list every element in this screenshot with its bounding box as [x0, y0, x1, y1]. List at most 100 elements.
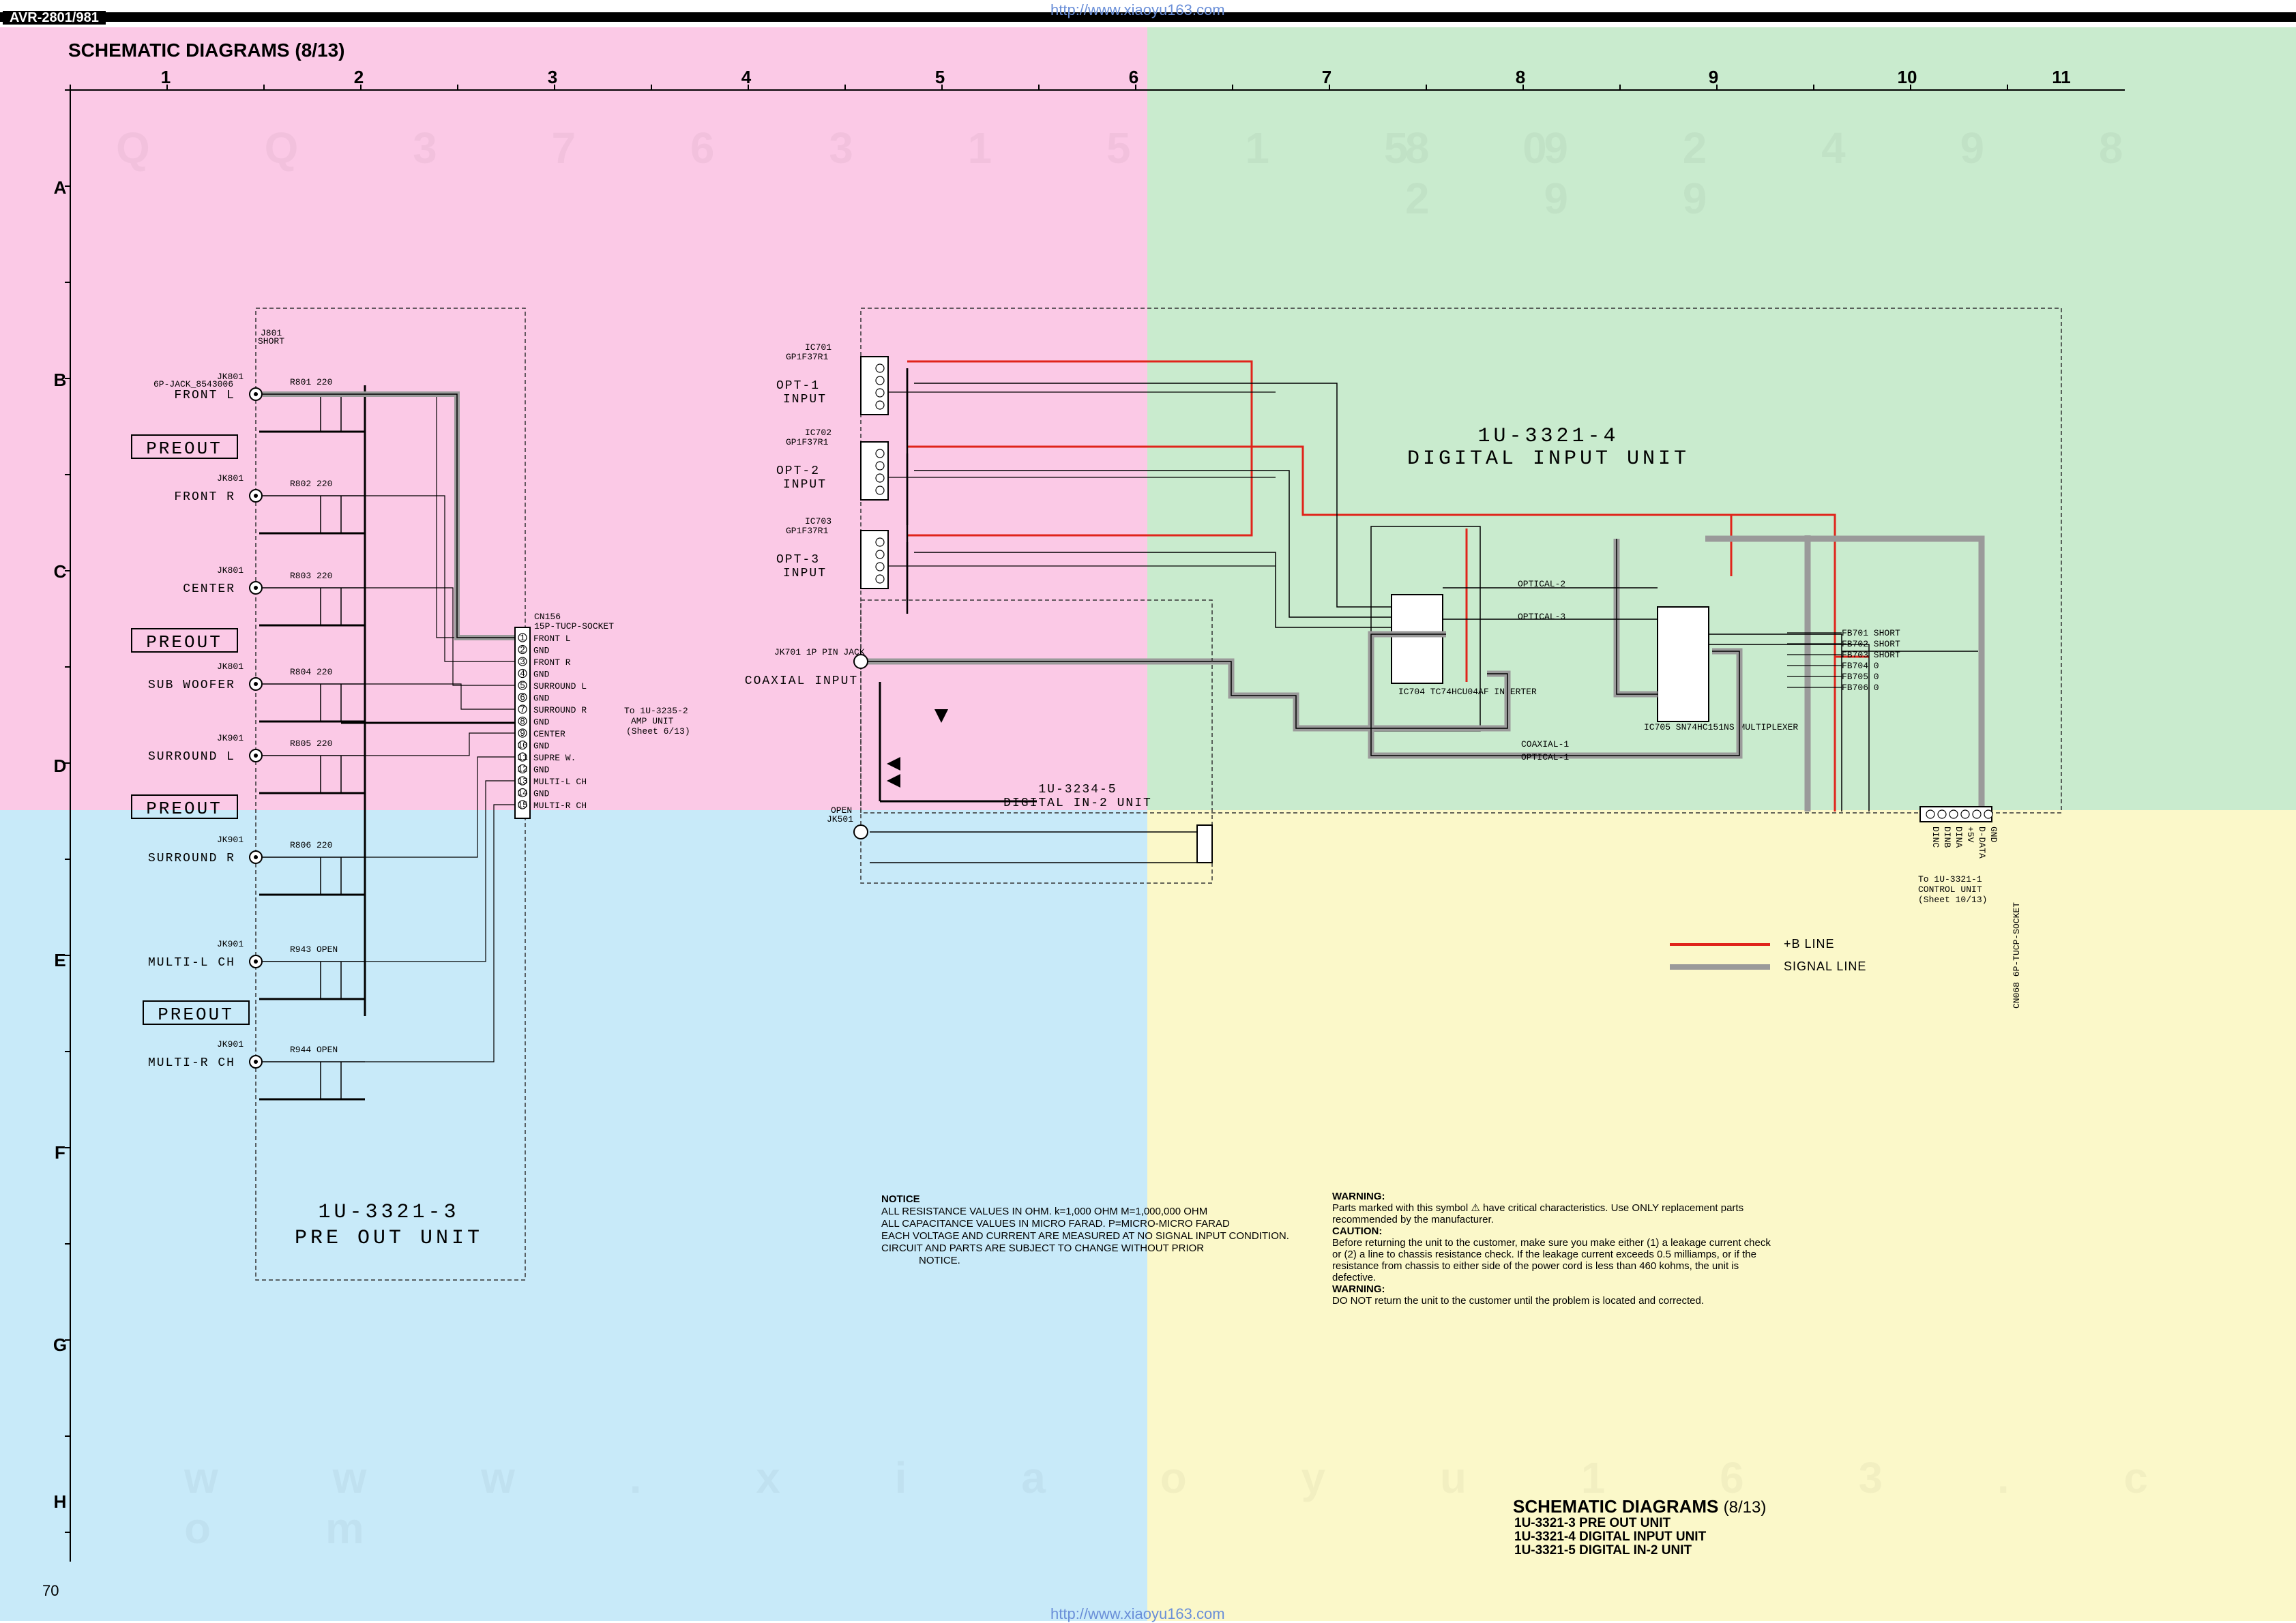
cn156-pin-label: GND — [533, 694, 550, 704]
cn068-pin-label: +5V — [1965, 827, 1975, 843]
opt-pin — [875, 486, 885, 495]
column-label-1: 1 — [161, 67, 171, 87]
jack-route — [365, 732, 515, 756]
opt-input-blocks: OPT-1INPUTIC701GP1F37R1OPT-2INPUTIC702GP… — [776, 342, 1276, 614]
jack-label: FRONT R — [174, 490, 235, 504]
signal-line-front-l-core — [263, 393, 515, 638]
label-optical-1: OPTICAL-1 — [1521, 752, 1569, 762]
cn156-pin-label: FRONT R — [533, 657, 571, 668]
control-dest-3: (Sheet 10/13) — [1918, 895, 1987, 905]
notice-line-3: EACH VOLTAGE AND CURRENT ARE MEASURED AT… — [881, 1230, 1289, 1242]
column-label-3: 3 — [548, 67, 557, 87]
cn068-pin — [1949, 809, 1958, 819]
cn068-label: CN068 6P-TUCP-SOCKET — [2012, 902, 2022, 1009]
preout-label-1: PREOUT — [146, 438, 222, 459]
jack-label: SURROUND L — [148, 750, 235, 764]
cn068-pin — [1926, 809, 1935, 819]
cn156-pin-number: 7 — [520, 704, 525, 715]
column-label-8: 8 — [1516, 67, 1525, 87]
jack-resistor-label: R801 220 — [290, 377, 332, 387]
cn156-pin-number: 4 — [520, 669, 525, 679]
cn156-pin-number: 11 — [517, 752, 528, 762]
footer-title: SCHEMATIC DIAGRAMS (8/13) — [1513, 1498, 1766, 1517]
cn156-pin — [518, 657, 527, 666]
cn156-pin — [518, 692, 527, 702]
model-label: AVR-2801/981 — [3, 11, 106, 25]
control-dest-2: CONTROL UNIT — [1918, 884, 1982, 895]
jack-route — [365, 780, 515, 962]
cn156-pin-number: 2 — [520, 645, 525, 655]
cn156-pin-label: SURROUND L — [533, 681, 587, 691]
page-number: 70 — [42, 1582, 59, 1599]
coaxial-input-label: COAXIAL INPUT — [745, 674, 858, 688]
jack-center — [254, 855, 258, 859]
digital-input-unit-desc: DIGITAL INPUT UNIT — [1407, 447, 1690, 471]
cn156-destination-2: AMP UNIT — [631, 716, 674, 726]
digital-in2-unit-boundary — [860, 599, 1213, 884]
ferrite-label: FB704 0 — [1842, 661, 1879, 671]
opt-pin — [875, 449, 885, 458]
opt-pin — [875, 537, 885, 547]
jack-ref: JK901 — [217, 1039, 244, 1049]
row-label-C: C — [54, 561, 67, 582]
cn068-pin — [1984, 809, 1993, 819]
cn068-pin-label: DINA — [1954, 827, 1964, 848]
column-label-5: 5 — [935, 67, 945, 87]
cn156-pin-label: SUPRE W. — [533, 753, 576, 763]
warning-1-title: WARNING: — [1332, 1191, 1385, 1202]
cn156-pin-number: 8 — [520, 717, 525, 727]
row-label-D: D — [54, 756, 67, 776]
ic704-body — [1391, 594, 1443, 684]
digital-in2-unit-desc: DIGITAL IN-2 UNIT — [1003, 796, 1152, 810]
jack-resistor-label: R804 220 — [290, 667, 332, 677]
zener-d701 — [934, 709, 948, 723]
cn156-pin-label: GND — [533, 670, 550, 680]
cn156-pin — [518, 764, 527, 774]
column-label-2: 2 — [354, 67, 364, 87]
cn156-pin-label: MULTI-R CH — [533, 801, 587, 811]
opt-input-label-2: INPUT — [783, 478, 827, 492]
jack-ref: JK801 — [217, 565, 244, 576]
pre-out-unit-desc: PRE OUT UNIT — [295, 1227, 483, 1250]
warning-2-title: WARNING: — [1332, 1283, 1385, 1295]
jack-ref: JK901 — [217, 939, 244, 949]
opt-pin — [875, 388, 885, 398]
preout-label-3: PREOUT — [146, 799, 222, 819]
cn156-pin-label: GND — [533, 717, 550, 728]
column-label-7: 7 — [1322, 67, 1331, 87]
source-url-bottom[interactable]: http://www.xiaoyu163.com — [1050, 1605, 1225, 1622]
jack-ref: JK901 — [217, 835, 244, 845]
jack-resistor-label: R805 220 — [290, 739, 332, 749]
jack-type-label: 6P-JACK_8543006 — [153, 379, 233, 389]
cn068-pin-label: D-DATA — [1977, 827, 1987, 859]
signal-lines-digital-core — [866, 539, 1740, 756]
cn156-pin-label: GND — [533, 765, 550, 775]
cn068-pin — [1937, 809, 1947, 819]
cn156-pin-label: GND — [533, 789, 550, 799]
ferrite-label: FB703 SHORT — [1842, 650, 1900, 660]
opt-ic-ref: IC702 — [805, 428, 831, 438]
cn156-type: 15P-TUCP-SOCKET — [534, 621, 614, 631]
ferrite-label: FB702 SHORT — [1842, 639, 1900, 649]
b-lines — [907, 360, 1869, 812]
row-ticks — [65, 89, 70, 1533]
preout-label-2: PREOUT — [146, 632, 222, 653]
opt-pin — [875, 363, 885, 373]
footer-title-text: SCHEMATIC DIAGRAMS — [1513, 1496, 1719, 1517]
cn068-pin-label: DINB — [1942, 827, 1952, 848]
label-optical-3: OPTICAL-3 — [1518, 612, 1565, 622]
opt-pin — [875, 550, 885, 559]
jack-route — [365, 495, 515, 662]
ic705-body — [1657, 606, 1709, 722]
preout-label-4: PREOUT — [158, 1004, 234, 1025]
opt-input-label: OPT-2 — [776, 464, 820, 478]
source-url-top[interactable]: http://www.xiaoyu163.com — [1050, 1, 1225, 18]
digital-wires — [914, 383, 1978, 812]
footer-sub-2: 1U-3321-4 DIGITAL INPUT UNIT — [1514, 1530, 1707, 1544]
notice-line-5: NOTICE. — [919, 1255, 960, 1266]
diode-d703 — [887, 774, 900, 788]
